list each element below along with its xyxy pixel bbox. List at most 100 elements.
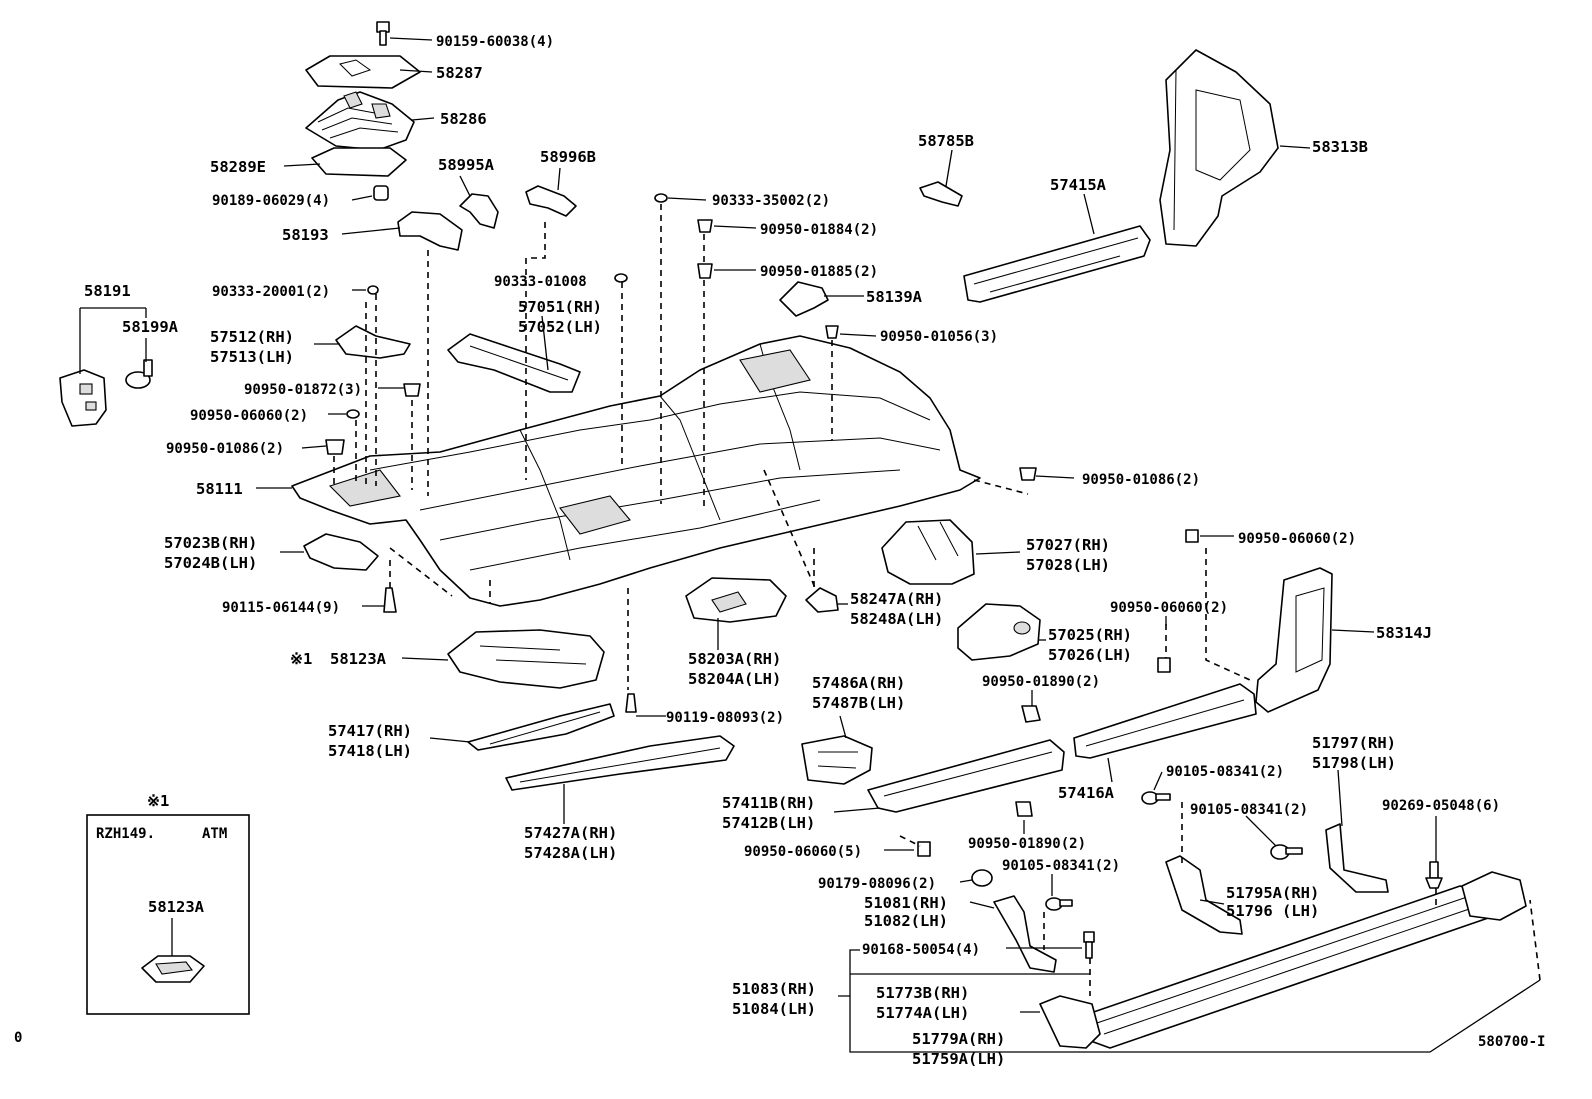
step-51773B bbox=[1039, 871, 1527, 1049]
panel-58123A bbox=[447, 629, 605, 689]
label-58203A: 58203A(RH)58204A(LH) bbox=[688, 650, 781, 688]
bracket-58785B bbox=[919, 181, 963, 207]
label-90333-01008: 90333-01008 bbox=[494, 274, 587, 290]
label-90105-08341-c: 90105-08341(2) bbox=[1002, 858, 1120, 874]
label-90950-01885: 90950-01885(2) bbox=[760, 264, 878, 280]
assembly-lines bbox=[333, 204, 1541, 996]
label-90950-06060-d: 90950-06060(5) bbox=[744, 844, 862, 860]
label-90115-06144: 90115-06144(9) bbox=[222, 600, 340, 616]
label-90950-06060-a: 90950-06060(2) bbox=[190, 408, 308, 424]
bolt-58199A bbox=[125, 359, 153, 389]
corner-marker: 0 bbox=[14, 1030, 22, 1046]
pillar-58314J bbox=[1255, 567, 1333, 713]
bracket-57486A bbox=[801, 735, 873, 785]
rail-57417 bbox=[467, 703, 615, 751]
inset-transmission: ATM bbox=[202, 826, 227, 842]
label-58193: 58193 bbox=[282, 226, 329, 244]
bolt-90105-b bbox=[1270, 844, 1303, 860]
bracket-58247A bbox=[805, 587, 839, 613]
label-57416A: 57416A bbox=[1058, 784, 1115, 802]
label-51797: 51797(RH)51798(LH) bbox=[1312, 734, 1396, 772]
label-57025: 57025(RH)57026(LH) bbox=[1048, 626, 1132, 664]
label-57512: 57512(RH)57513(LH) bbox=[210, 328, 294, 366]
bracket-51795A bbox=[1165, 855, 1243, 935]
label-90333-35002: 90333-35002(2) bbox=[712, 193, 830, 209]
rail-57415A bbox=[963, 225, 1151, 303]
label-58286: 58286 bbox=[440, 110, 487, 128]
label-58287: 58287 bbox=[436, 64, 483, 82]
label-90950-01872: 90950-01872(3) bbox=[244, 382, 362, 398]
label-90950-06060-b: 90950-06060(2) bbox=[1238, 531, 1356, 547]
bracket-58996B bbox=[525, 185, 577, 217]
part-shapes bbox=[59, 21, 1527, 1049]
label-57427A: 57427A(RH)57428A(LH) bbox=[524, 824, 617, 862]
label-90950-01884: 90950-01884(2) bbox=[760, 222, 878, 238]
inset-model: RZH149. bbox=[96, 826, 155, 842]
label-90105-08341-a: 90105-08341(2) bbox=[1166, 764, 1284, 780]
label-58191: 58191 bbox=[84, 282, 131, 300]
label-90333-20001: 90333-20001(2) bbox=[212, 284, 330, 300]
label-51083: 51083(RH)51084(LH) bbox=[732, 980, 816, 1018]
member-57051 bbox=[447, 333, 581, 393]
plate-58289E bbox=[311, 147, 407, 177]
bracket-58191 bbox=[59, 369, 107, 427]
bracket-58139A bbox=[779, 281, 829, 317]
bolt-90168 bbox=[1083, 931, 1095, 959]
inset-part-number: 58123A bbox=[148, 898, 205, 916]
label-90950-01086-b: 90950-01086(2) bbox=[1082, 472, 1200, 488]
leader-lines bbox=[79, 37, 1541, 1053]
clip-90269 bbox=[1425, 861, 1443, 889]
label-57486A: 57486A(RH)57487B(LH) bbox=[812, 674, 905, 712]
label-90168-50054: 90168-50054(4) bbox=[862, 942, 980, 958]
inset-box: ※1 RZH149. ATM 58123A bbox=[86, 792, 250, 1015]
boot-58286 bbox=[305, 91, 415, 151]
label-90269-05048: 90269-05048(6) bbox=[1382, 798, 1500, 814]
label-58139A: 58139A bbox=[866, 288, 923, 306]
label-58313B: 58313B bbox=[1312, 138, 1368, 156]
label-57417: 57417(RH)57418(LH) bbox=[328, 722, 412, 760]
bracket-58193 bbox=[397, 211, 463, 251]
label-90950-01056: 90950-01056(3) bbox=[880, 329, 998, 345]
member-57427A bbox=[505, 735, 735, 791]
label-57027: 57027(RH)57028(LH) bbox=[1026, 536, 1110, 574]
label-58199A: 58199A bbox=[122, 318, 179, 336]
clip-90189 bbox=[373, 185, 389, 201]
label-51081: 51081(RH)51082(LH) bbox=[864, 894, 948, 930]
bracket-57512 bbox=[335, 325, 411, 359]
part-labels: 90159-60038(4) 58287 58286 58289E 90189-… bbox=[14, 34, 1545, 1068]
label-58995A: 58995A bbox=[438, 156, 495, 174]
label-90950-01086-a: 90950-01086(2) bbox=[166, 441, 284, 457]
sill-57416A bbox=[1073, 683, 1257, 759]
sill-57411B bbox=[867, 739, 1065, 813]
label-90950-01890-b: 90950-01890(2) bbox=[968, 836, 1086, 852]
label-90950-01890-a: 90950-01890(2) bbox=[982, 674, 1100, 690]
label-57411B: 57411B(RH)57412B(LH) bbox=[722, 794, 815, 832]
bracket-57025 bbox=[957, 603, 1041, 661]
bracket-58995A bbox=[459, 193, 499, 229]
inset-marker: ※1 bbox=[147, 792, 169, 810]
bolt-90105-a bbox=[1141, 791, 1171, 805]
bolt-90115 bbox=[383, 587, 397, 613]
label-58123A: 58123A bbox=[330, 650, 387, 668]
bolt-90159 bbox=[376, 21, 390, 46]
label-90119-08093: 90119-08093(2) bbox=[666, 710, 784, 726]
bracket-51081 bbox=[993, 895, 1057, 973]
label-51779A: 51779A(RH)51759A(LH) bbox=[912, 1030, 1005, 1068]
diagram-code: 580700-I bbox=[1478, 1034, 1545, 1050]
bracket-57027 bbox=[881, 519, 975, 585]
label-90950-06060-c: 90950-06060(2) bbox=[1110, 600, 1228, 616]
pillar-58313B bbox=[1159, 49, 1279, 247]
bolt-90119 bbox=[625, 693, 637, 713]
bracket-57023B bbox=[303, 533, 379, 571]
label-90159-60038: 90159-60038(4) bbox=[436, 34, 554, 50]
label-51773B: 51773B(RH)51774A(LH) bbox=[876, 984, 969, 1022]
label-58785B: 58785B bbox=[918, 132, 974, 150]
label-51795A: 51795A(RH)51796 (LH) bbox=[1226, 884, 1319, 920]
label-58111: 58111 bbox=[196, 480, 243, 498]
note-marker: ※1 bbox=[290, 650, 312, 668]
label-57051: 57051(RH)57052(LH) bbox=[518, 298, 602, 336]
label-90189-06029: 90189-06029(4) bbox=[212, 193, 330, 209]
label-57415A: 57415A bbox=[1050, 176, 1107, 194]
bracket-51797 bbox=[1325, 823, 1389, 893]
